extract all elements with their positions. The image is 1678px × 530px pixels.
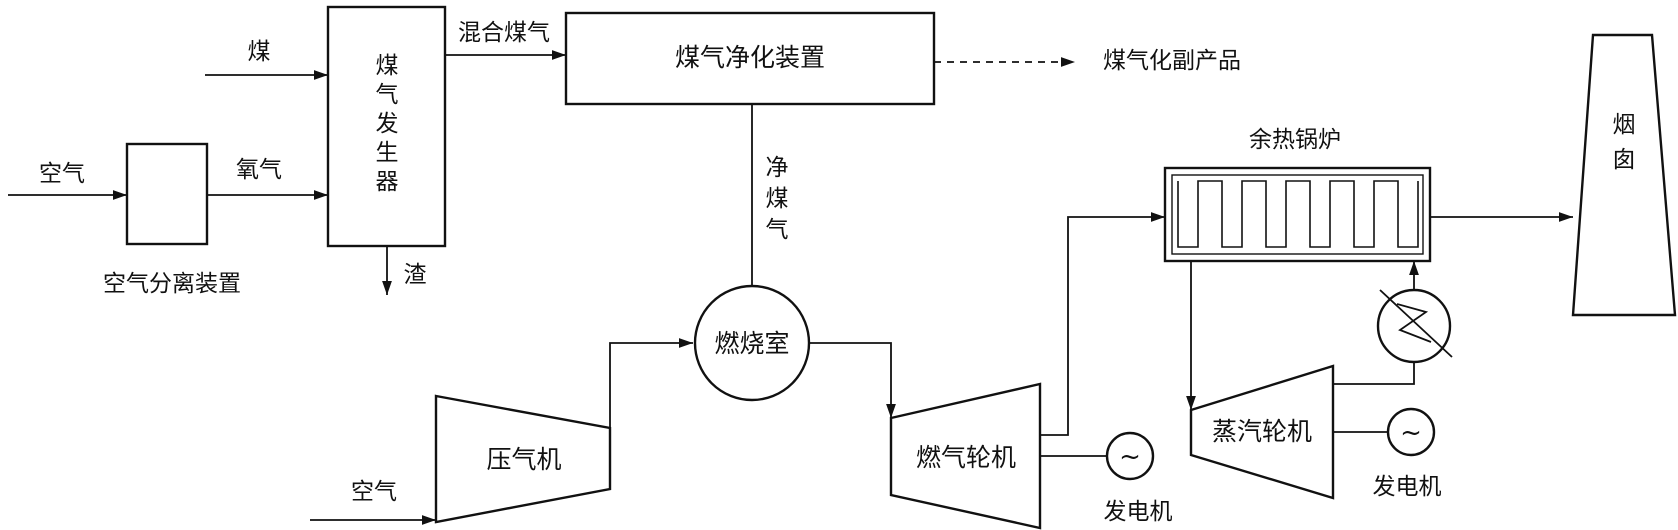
hrsg-box [1163,166,1432,263]
oxygen-label: 氧气 [236,157,282,183]
purifier-label: 煤气净化装置 [675,43,825,72]
exhaust-to-hrsg-arrow [1040,212,1165,436]
compressor-shape [434,394,612,524]
hrsg-label: 余热锅炉 [1249,127,1341,153]
compressor-to-combustor-arrow [609,338,693,428]
gasifier-label-char-5: 器 [376,169,399,195]
generator-2-circle [1386,407,1436,457]
air-separation-unit [125,142,209,246]
hrsg-coil [1177,180,1419,248]
gas-turbine-shape [889,382,1042,530]
combustor-label: 燃烧室 [714,329,789,358]
gasifier-box [326,5,447,248]
stack-label-char-2: 囱 [1613,147,1636,173]
gasifier-label-char-2: 气 [376,82,399,108]
clean-gas-label-char-1: 净 [766,155,789,181]
clean-gas-label-char-2: 煤 [766,186,789,212]
air-label: 空气 [39,161,85,187]
slag-label: 渣 [404,262,427,288]
compressor-label: 压气机 [486,445,561,474]
generator-2-label: 发电机 [1373,474,1442,500]
combustor-to-turbine-arrow [810,342,896,418]
generator-1-label: 发电机 [1104,499,1173,525]
compressor-air-label: 空气 [351,479,397,505]
flow-lines [8,50,1573,525]
gasifier-label-char-1: 煤 [376,53,399,79]
condenser-circle [1376,288,1452,364]
byproducts-label: 煤气化副产品 [1103,48,1241,74]
gasifier-label-char-4: 生 [376,140,399,166]
gas-turbine-label: 燃气轮机 [916,443,1016,472]
purifier-box [564,11,936,106]
steam-turbine-shape [1189,364,1335,500]
steam-turbine-label: 蒸汽轮机 [1212,417,1312,446]
coal-label: 煤 [248,39,271,65]
generator-2-symbol-icon: ~ [1400,418,1422,448]
hrsg-inner-frame [1171,174,1424,255]
stack-label-char-1: 烟 [1613,112,1636,138]
stack-shape [1571,33,1677,317]
condenser-diagonal [1379,289,1453,358]
mixed-gas-label: 混合煤气 [458,20,550,46]
generator-1-circle [1105,431,1155,481]
combustor-circle [693,284,811,402]
air-separation-label: 空气分离装置 [103,271,241,297]
condenser-heat-exchanger [1376,288,1453,364]
clean-gas-label-char-3: 气 [766,217,789,243]
condenser-zigzag-icon [1396,303,1432,343]
labels: 煤 混合煤气 煤气净化装置 煤气化副产品 煤 气 发 生 器 空气 氧气 空气分… [39,20,1636,525]
turbine-to-condenser-line [1333,362,1415,385]
generator-1-symbol-icon: ~ [1119,442,1141,472]
hrsg [1163,166,1432,263]
generator-1: ~ [1105,431,1155,481]
generator-2: ~ [1386,407,1436,457]
gasifier-label-char-3: 发 [376,111,399,137]
